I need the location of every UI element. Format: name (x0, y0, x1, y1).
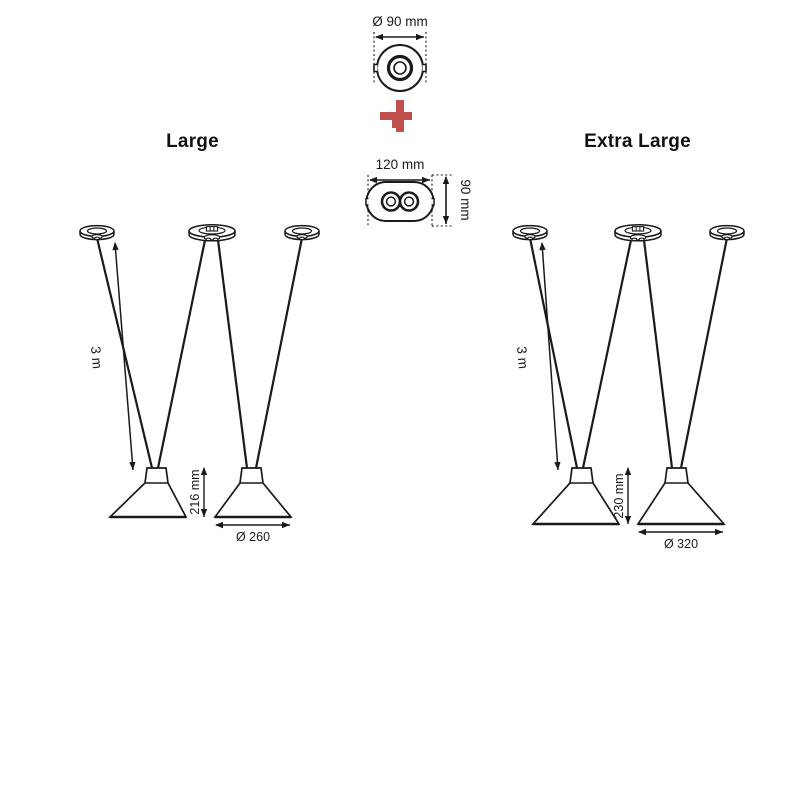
oval-rose-detail: 120 mm 90 mm (365, 157, 473, 228)
cable-center-to-right-shade (216, 239, 249, 469)
round-rose-diameter-label: Ø 90 mm (372, 14, 428, 29)
oval-outlet-hole-left (385, 196, 397, 207)
rose-tab-left (373, 63, 378, 73)
oval-width-label: 120 mm (376, 157, 425, 172)
oval-tab-left (365, 197, 369, 206)
shade-diameter-label: Ø 260 (236, 530, 270, 544)
variant-title-extra-large: Extra Large (584, 131, 691, 152)
rose-tab-right (422, 63, 427, 73)
drop-dimension-arrow (539, 242, 561, 471)
lamp-shade-right (213, 467, 293, 519)
ceiling-rose-center (188, 224, 236, 242)
lamp-shade-left (107, 467, 188, 519)
cable-right-outer (679, 237, 729, 469)
ceiling-rose-center (614, 224, 662, 242)
cable-center-to-left-shade (156, 239, 207, 469)
variant-large-drawing: 3 m 216 mm Ø 260 (79, 224, 320, 544)
variant-extra-large-drawing: 3 m 230 mm Ø 320 (512, 224, 745, 551)
drop-length-label: 3 m (88, 346, 105, 370)
cable-left-outer (528, 237, 579, 469)
rose-outlet-hole (393, 61, 407, 75)
lamp-shade-right (636, 467, 726, 526)
lamp-shade-left (531, 467, 621, 526)
shade-diameter-label: Ø 320 (664, 537, 698, 551)
cable-center-to-right-shade (642, 239, 674, 469)
ceiling-rose-left (512, 224, 548, 241)
shade-height-label: 230 mm (612, 473, 626, 518)
ceiling-rose-left (79, 224, 115, 241)
oval-tab-right (431, 197, 435, 206)
cable-center-to-left-shade (581, 239, 633, 469)
plus-combine-icon (380, 100, 412, 132)
oval-outlet-hole-right (403, 196, 415, 207)
round-rose-detail: Ø 90 mm (372, 14, 428, 92)
drop-dimension-arrow (112, 242, 136, 471)
shade-height-label: 216 mm (188, 469, 202, 514)
drop-length-label: 3 m (514, 346, 531, 370)
oval-height-label: 90 mm (458, 179, 473, 220)
ceiling-rose-right (284, 224, 320, 241)
cable-left-outer (95, 237, 154, 469)
cable-right-outer (254, 237, 304, 469)
ceiling-rose-right (709, 224, 745, 241)
variant-title-large: Large (166, 131, 219, 152)
